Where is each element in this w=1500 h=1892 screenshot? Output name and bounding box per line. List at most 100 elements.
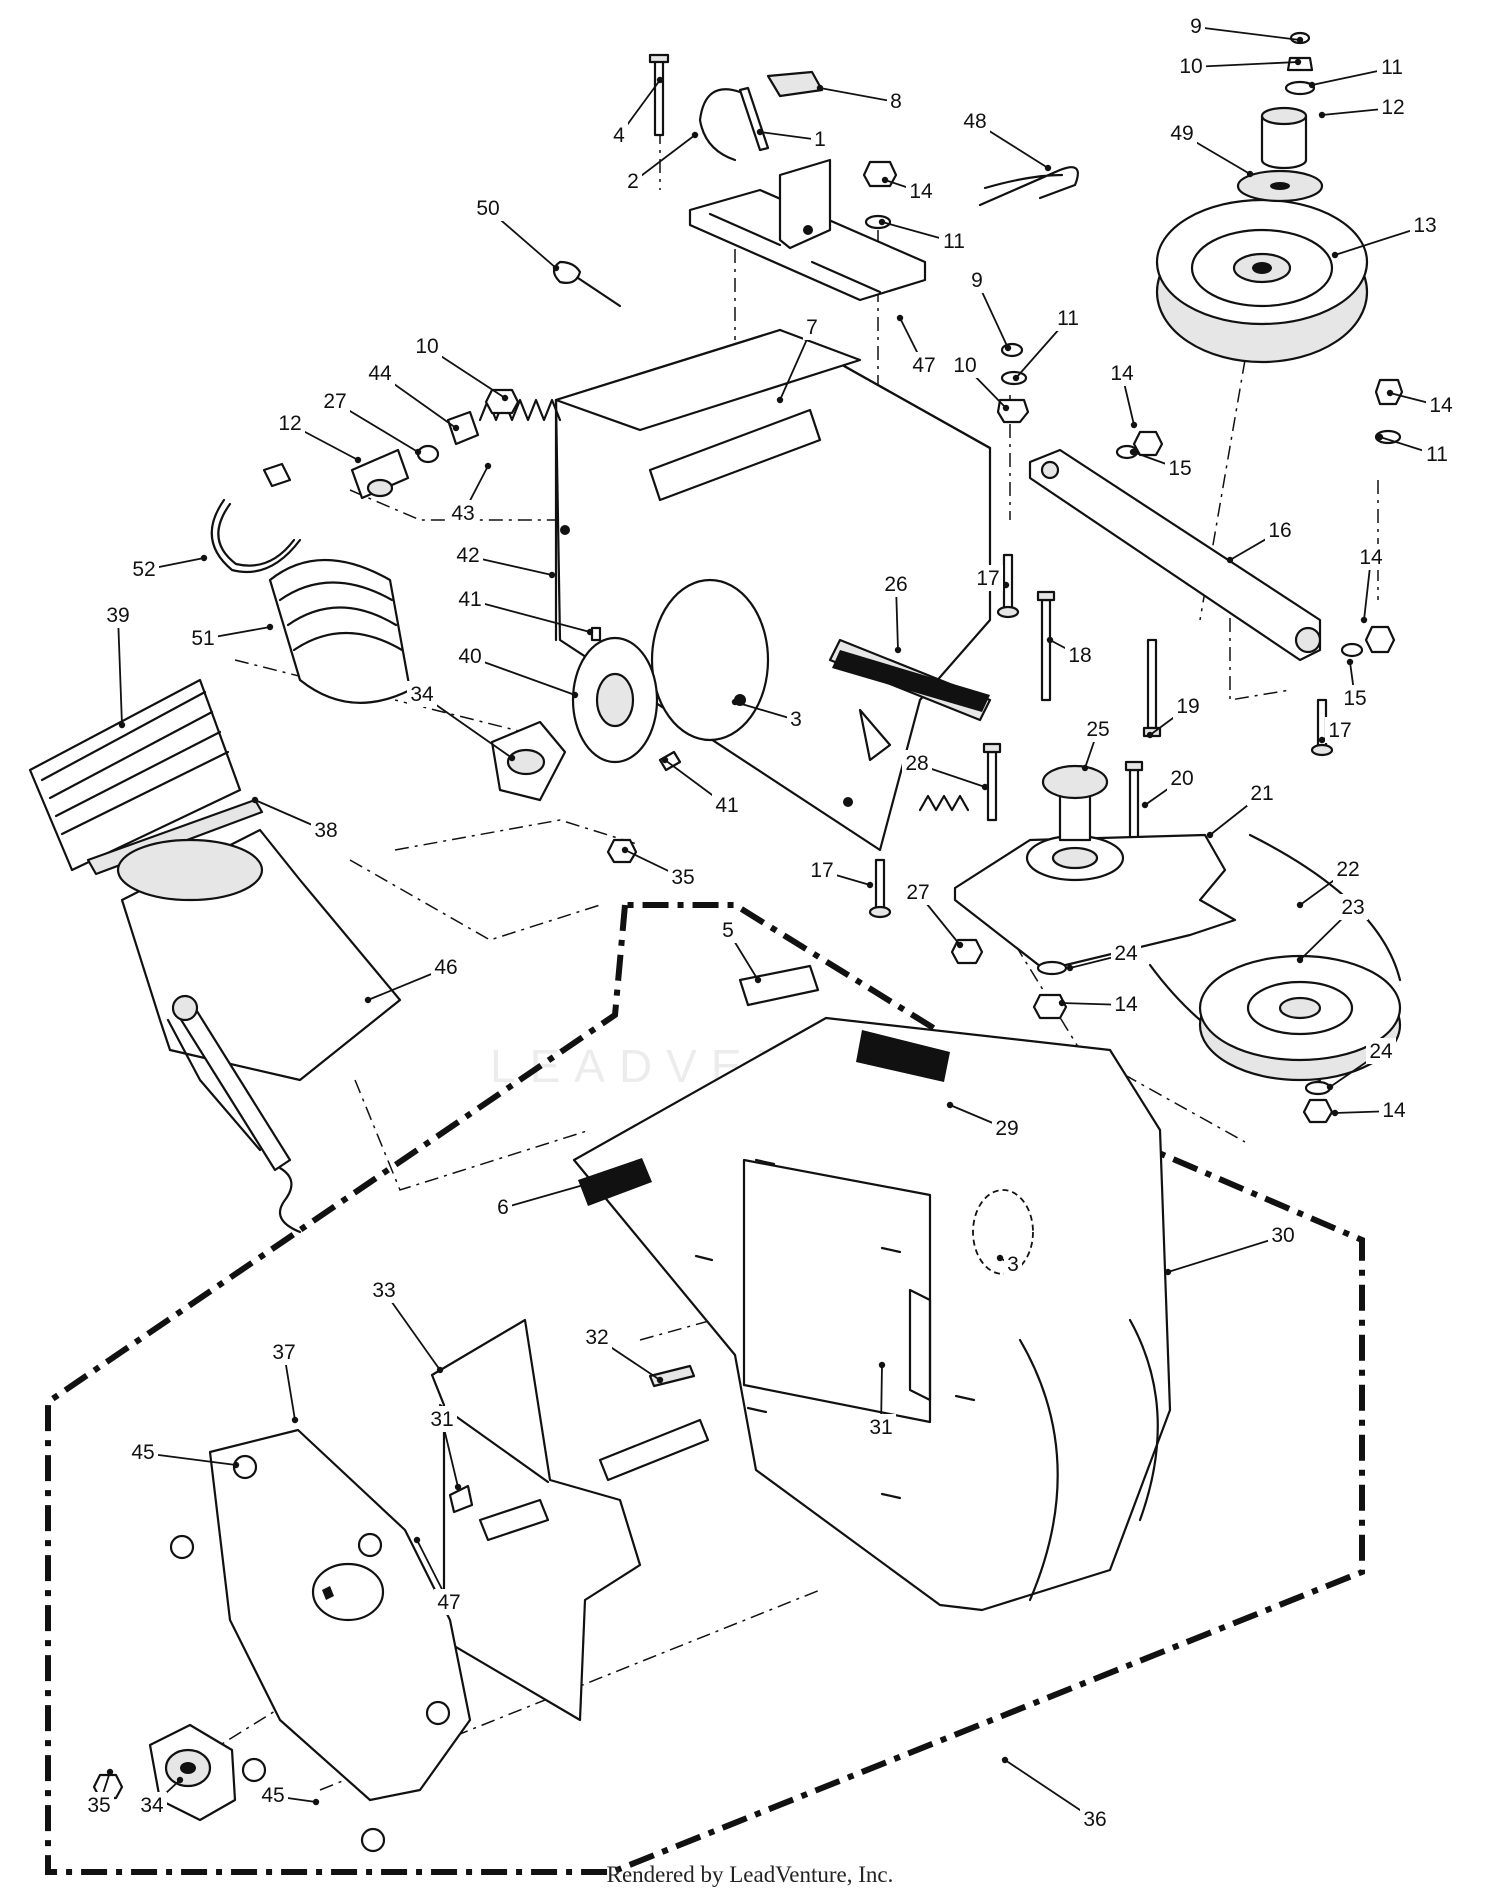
callout-number: 46 <box>434 956 457 979</box>
callout-47: 47 <box>896 314 939 378</box>
leader-line <box>502 1181 595 1209</box>
callout-14: 14 <box>1331 1097 1409 1123</box>
callout-label-bg <box>365 360 395 386</box>
leader-arrowhead <box>364 996 372 1004</box>
callout-number: 48 <box>963 110 986 133</box>
callout-16: 16 <box>1226 517 1295 564</box>
callout-label-bg <box>1366 1038 1396 1064</box>
callout-label-bg <box>137 1792 167 1818</box>
bearing-upper <box>490 626 682 864</box>
callout-number: 47 <box>437 1591 460 1614</box>
callout-number: 3 <box>790 708 802 731</box>
leader-arrowhead <box>452 424 460 432</box>
callout-41: 41 <box>661 756 742 818</box>
callout-label-bg <box>906 178 936 204</box>
callout-31: 31 <box>427 1406 462 1491</box>
callout-number: 11 <box>1426 443 1448 466</box>
callout-number: 10 <box>1179 55 1202 78</box>
callout-number: 43 <box>451 502 474 525</box>
decal-5 <box>738 964 820 1007</box>
callout-label-bg <box>1379 1097 1409 1123</box>
callout-14: 14 <box>1386 389 1456 418</box>
leader-line <box>759 131 821 141</box>
leader-arrowhead <box>251 796 259 804</box>
leader-arrowhead <box>996 1254 1004 1262</box>
callout-number: 14 <box>1359 546 1383 569</box>
callout-label-bg <box>719 917 737 943</box>
callout-number: 20 <box>1170 767 1193 790</box>
callout-number: 8 <box>890 90 902 113</box>
callout-number: 27 <box>323 390 346 413</box>
callout-27: 27 <box>903 879 964 949</box>
callout-label-bg <box>960 108 990 134</box>
callout-label-bg <box>448 500 478 526</box>
callout-label-bg <box>1107 360 1137 386</box>
impeller <box>430 1318 710 1722</box>
leader-arrowhead <box>484 462 492 470</box>
callout-number: 24 <box>1369 1040 1393 1063</box>
leader-arrowhead <box>1141 801 1149 809</box>
callout-11: 11 <box>1376 433 1452 467</box>
callout-17: 17 <box>807 857 874 889</box>
idler-pulley <box>1155 198 1369 364</box>
callout-8: 8 <box>816 84 905 114</box>
leader-arrowhead <box>1386 389 1394 397</box>
callout-label-bg <box>939 228 969 254</box>
callout-label-bg <box>1176 53 1206 79</box>
center-hardware <box>996 342 1030 424</box>
callout-label-bg <box>866 1414 896 1440</box>
leader-arrowhead <box>656 1376 664 1384</box>
callout-number: 6 <box>497 1196 509 1219</box>
callout-number: 17 <box>1328 719 1351 742</box>
callout-11: 11 <box>878 218 969 254</box>
callout-9: 9 <box>968 267 1012 352</box>
callout-label-bg <box>624 168 642 194</box>
leader-arrowhead <box>1360 616 1368 624</box>
leader-arrowhead <box>756 128 764 136</box>
callout-number: 34 <box>410 683 434 706</box>
callout-label-bg <box>128 1439 158 1465</box>
leader-arrowhead <box>1012 374 1020 382</box>
callout-number: 31 <box>869 1416 892 1439</box>
callout-number: 25 <box>1086 718 1109 741</box>
callout-number: 10 <box>415 335 438 358</box>
callout-label-bg <box>1422 441 1452 467</box>
leader-arrowhead <box>1376 433 1384 441</box>
callout-number: 35 <box>87 1794 110 1817</box>
lower-pulley <box>1148 833 1402 1082</box>
leader-arrowhead <box>1081 764 1089 772</box>
leader-arrowhead <box>1308 81 1316 89</box>
callout-number: 40 <box>458 645 481 668</box>
chute-coil <box>268 558 412 704</box>
leader-arrowhead <box>1004 344 1012 352</box>
lower-plate <box>953 764 1237 972</box>
callout-number: 23 <box>1341 896 1364 919</box>
callout-label-bg <box>455 643 485 669</box>
leader-arrowhead <box>1146 731 1154 739</box>
callout-number: 37 <box>272 1341 295 1364</box>
callout-13: 13 <box>1331 212 1440 259</box>
chute-body <box>116 828 402 1234</box>
callout-29: 29 <box>946 1101 1022 1141</box>
callout-44: 44 <box>365 360 460 432</box>
callout-label-bg <box>968 267 986 293</box>
callout-label-bg <box>453 542 483 568</box>
callout-26: 26 <box>881 571 911 654</box>
callout-number: 14 <box>1429 394 1453 417</box>
callout-27: 27 <box>320 388 422 456</box>
callout-9: 9 <box>1187 13 1304 44</box>
callout-label-bg <box>1173 693 1203 719</box>
callout-18: 18 <box>1046 636 1095 668</box>
leader-arrowhead <box>621 846 629 854</box>
callout-label-bg <box>1338 894 1368 920</box>
bolts <box>868 553 1334 919</box>
leader-arrowhead <box>312 1798 320 1806</box>
callout-number: 14 <box>1114 993 1138 1016</box>
callout-number: 22 <box>1336 858 1359 881</box>
callout-layer: 1233456789910101011111111121213141414141… <box>84 13 1456 1832</box>
callout-number: 9 <box>1190 15 1202 38</box>
callout-number: 47 <box>912 354 935 377</box>
callout-label-bg <box>807 857 837 883</box>
callout-label-bg <box>582 1324 612 1350</box>
callout-number: 15 <box>1343 687 1366 710</box>
